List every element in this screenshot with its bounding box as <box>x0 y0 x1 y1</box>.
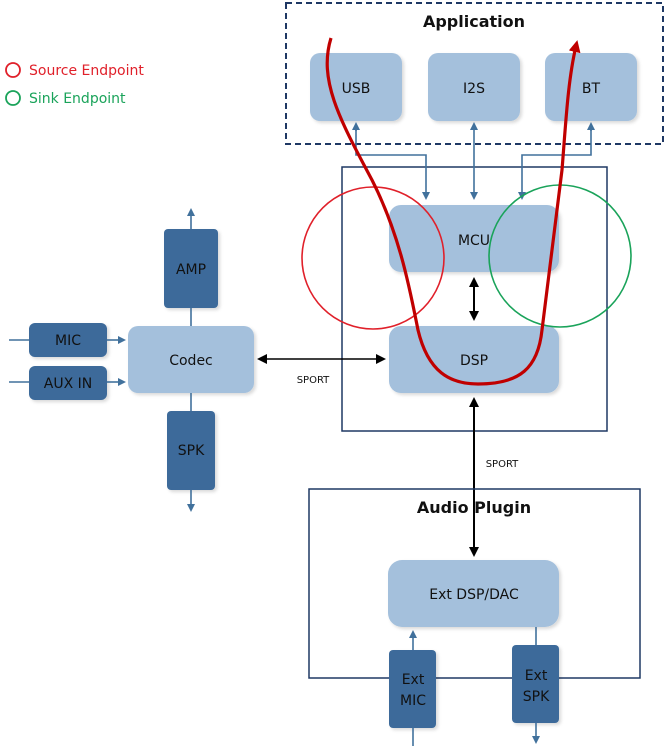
svg-text:USB: USB <box>342 81 371 97</box>
bt-block: BT <box>545 53 637 121</box>
audio-plugin-group-title: Audio Plugin <box>417 498 531 517</box>
svg-text:Codec: Codec <box>169 353 213 369</box>
svg-text:AMP: AMP <box>176 262 206 278</box>
audio-plugin-group-frame <box>308 488 641 679</box>
dsp-plugin-sport-label: SPORT <box>486 459 519 470</box>
legend: Source Endpoint Sink Endpoint <box>5 62 144 107</box>
sink-endpoint-legend-label: Sink Endpoint <box>29 91 126 107</box>
application-group-frame <box>285 2 664 145</box>
svg-text:SPK: SPK <box>178 443 205 459</box>
usb-block: USB <box>310 53 402 121</box>
svg-text:SPK: SPK <box>523 689 550 705</box>
svg-text:Ext DSP/DAC: Ext DSP/DAC <box>429 587 519 603</box>
mcu-block: MCU <box>389 205 559 272</box>
svg-text:MIC: MIC <box>400 693 426 709</box>
plugin-connectors <box>409 627 540 746</box>
application-group-title: Application <box>423 12 525 31</box>
ext-dsp-dac-block: Ext DSP/DAC <box>388 560 559 627</box>
sink-endpoint-legend-icon <box>5 90 21 106</box>
data-flow-path <box>325 37 581 386</box>
i2s-block: I2S <box>428 53 520 121</box>
svg-text:I2S: I2S <box>463 81 485 97</box>
codec-dsp-sport-label: SPORT <box>297 375 330 386</box>
ext-spk-block: Ext SPK <box>512 645 559 723</box>
svg-text:Ext: Ext <box>402 672 425 688</box>
mic-block: MIC <box>29 323 107 357</box>
codec-block: Codec <box>128 326 254 393</box>
svg-text:Ext: Ext <box>525 668 548 684</box>
source-endpoint-legend-label: Source Endpoint <box>29 63 144 79</box>
svg-text:MCU: MCU <box>458 233 490 249</box>
svg-text:DSP: DSP <box>460 353 488 369</box>
source-endpoint-legend-icon <box>5 62 21 78</box>
svg-text:AUX IN: AUX IN <box>44 376 92 392</box>
app-mcu-connectors <box>352 122 595 200</box>
aux-in-block: AUX IN <box>29 366 107 400</box>
spk-block: SPK <box>167 411 215 490</box>
svg-text:BT: BT <box>582 81 601 97</box>
source-endpoint-circle <box>301 186 445 330</box>
svg-text:MIC: MIC <box>55 333 81 349</box>
codec-connectors <box>9 208 195 512</box>
amp-block: AMP <box>164 229 218 308</box>
ext-mic-block: Ext MIC <box>389 650 436 728</box>
